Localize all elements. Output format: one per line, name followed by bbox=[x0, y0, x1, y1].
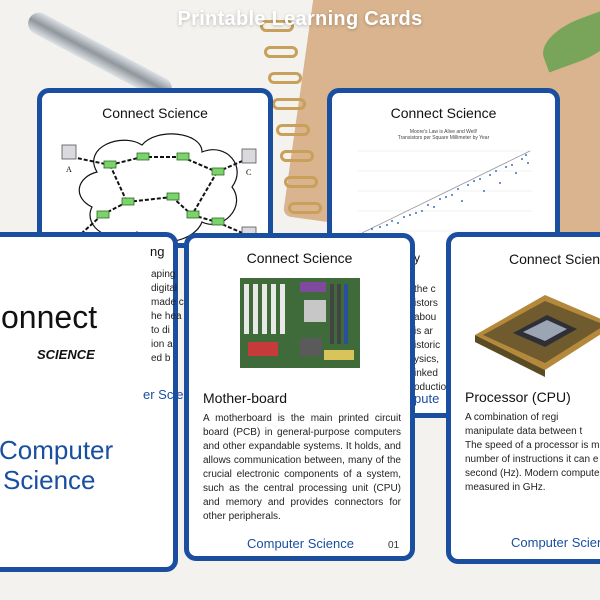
card-cover: onnect SCIENCE Computer Science bbox=[0, 232, 178, 572]
card-processor: Connect Scien Processor (CPU) A combinat… bbox=[446, 232, 600, 564]
peek-footer: pute bbox=[414, 391, 440, 406]
headline: Printable Learning Cards bbox=[177, 8, 423, 30]
chart-title: Moore's Law is Alive and Well! bbox=[409, 129, 478, 135]
network-peek: ng bbox=[150, 244, 165, 259]
cover-peek-footer: er Scie bbox=[143, 387, 184, 402]
network-diagram: A C D bbox=[61, 133, 257, 243]
card-body: A combination of regi manipulate data be… bbox=[465, 412, 600, 493]
cover-peek: aping digital made c he hea to di ion a … bbox=[151, 269, 184, 364]
card-heading: Mother-board bbox=[203, 390, 288, 406]
card-body: A motherboard is the main printed circui… bbox=[203, 413, 401, 522]
chart-subtitle: Transistors per Square Millimeter by Yea… bbox=[397, 135, 490, 141]
card-number: 01 bbox=[388, 540, 400, 551]
card-title: Connect Science bbox=[102, 105, 208, 121]
motherboard-image bbox=[240, 278, 360, 368]
label-a: A bbox=[66, 165, 72, 174]
label-c: C bbox=[246, 168, 251, 177]
cover-science: SCIENCE bbox=[37, 347, 95, 362]
processor-image bbox=[475, 295, 600, 377]
cover-subject-line1: Computer bbox=[0, 435, 114, 465]
card-title: Connect Science bbox=[390, 105, 497, 121]
peek-y: y bbox=[414, 251, 420, 265]
card-motherboard: Connect Science Mother-board A motherboa… bbox=[184, 233, 415, 561]
card-footer: Computer Science bbox=[247, 536, 354, 551]
card-title: Connect Scien bbox=[509, 251, 600, 267]
moore-chart bbox=[357, 150, 532, 234]
card-footer: Computer Scien bbox=[511, 535, 600, 550]
spiral-rings bbox=[240, 0, 322, 250]
cover-brand: onnect bbox=[1, 299, 98, 335]
card-network: Connect Science A C D bbox=[37, 88, 273, 248]
card-heading: Processor (CPU) bbox=[465, 389, 571, 405]
cover-subject-line2: Science bbox=[3, 465, 96, 495]
peek-text: the c istors abou is ar istoric ysics, i… bbox=[414, 284, 447, 393]
card-title: Connect Science bbox=[246, 250, 353, 266]
